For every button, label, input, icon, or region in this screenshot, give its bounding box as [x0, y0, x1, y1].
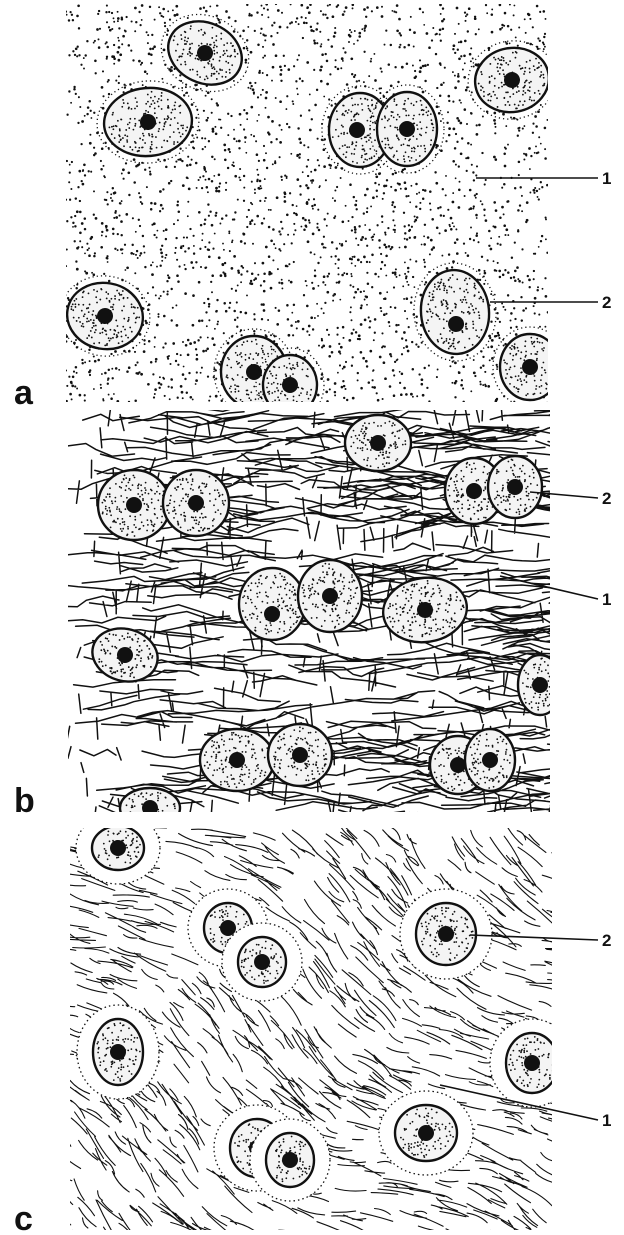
panel-c-chondrocyte-2-nucleus: [220, 920, 236, 936]
panel-c-chondrocyte-6: [490, 1019, 574, 1107]
panel-b-chondrocyte-11: [200, 729, 274, 791]
panel-c-chondrocyte-1-nucleus: [110, 840, 126, 856]
panel-b-chondrocyte-10-nucleus: [532, 677, 548, 693]
panel-c-chondrocyte-4-nucleus: [438, 926, 454, 942]
panel-c-chondrocyte-3-nucleus: [254, 954, 270, 970]
panel-c-chondrocyte-1: [76, 812, 160, 884]
panel-b-chondrocyte-3: [163, 470, 229, 536]
panel-b-chondrocyte-6-nucleus: [264, 606, 280, 622]
panel-b-chondrocyte-5-nucleus: [507, 479, 523, 495]
panel-b-chondrocyte-7: [298, 560, 362, 632]
panel-c-chondrocyte-5-nucleus: [110, 1044, 126, 1060]
panel-b-chondrocyte-6: [239, 568, 305, 640]
panel-c-chondrocyte-3: [222, 923, 302, 1001]
panel-c-chondrocyte-9-nucleus: [282, 1152, 298, 1168]
panel-c-chondrocyte-9: [250, 1119, 330, 1201]
panel-a-chondrocyte-3-nucleus: [349, 122, 365, 138]
panel-c-chondrocyte-7-nucleus: [418, 1125, 434, 1141]
panel-a-chondrocyte-4-nucleus: [399, 121, 415, 137]
panel-b-callout-2: 2: [602, 489, 611, 508]
panel-b-callout-1: 1: [602, 590, 611, 609]
panel-c-chondrocyte-5: [77, 1005, 159, 1099]
panel-a-chondrocyte-10-nucleus: [522, 359, 538, 375]
panel-a-callout-1: 1: [602, 169, 611, 188]
panel-b-chondrocyte-4-nucleus: [466, 483, 482, 499]
panel-b-chondrocyte-2-nucleus: [126, 497, 142, 513]
panel-b: [58, 396, 624, 830]
panel-b-chondrocyte-15-nucleus: [142, 800, 158, 816]
panel-b-chondrocyte-1-nucleus: [370, 435, 386, 451]
panel-b-chondrocyte-14-nucleus: [482, 752, 498, 768]
panel-a-chondrocyte-9-nucleus: [282, 377, 298, 393]
panel-b-chondrocyte-12-nucleus: [292, 747, 308, 763]
panel-b-chondrocyte-7-nucleus: [322, 588, 338, 604]
panel-b-chondrocyte-3-nucleus: [188, 495, 204, 511]
panel-b-chondrocyte-12: [268, 724, 332, 786]
panel-b-chondrocyte-11-nucleus: [229, 752, 245, 768]
panel-c-chondrocyte-7: [379, 1091, 473, 1175]
panel-c-chondrocyte-4: [400, 889, 492, 979]
panel-b-chondrocyte-15: [120, 788, 180, 828]
panel-b-chondrocyte-2: [98, 470, 170, 540]
panel-b-chondrocyte-14: [465, 729, 515, 791]
panel-b-chondrocyte-13-nucleus: [450, 757, 466, 773]
panel-b-chondrocyte-5: [488, 456, 542, 518]
panel-b-letter: b: [14, 782, 35, 820]
panel-b-chondrocyte-1: [345, 415, 411, 471]
panel-c-callout-1: 1: [602, 1111, 611, 1130]
panel-a: [54, 0, 567, 422]
panel-c-letter: c: [14, 1200, 33, 1235]
panel-a-callout-2: 2: [602, 293, 611, 312]
panel-c-callout-2: 2: [602, 931, 611, 950]
panel-a-letter: a: [14, 374, 34, 412]
panel-a-chondrocyte-8-nucleus: [246, 364, 262, 380]
panel-b-chondrocyte-10: [518, 655, 562, 715]
panel-c-chondrocyte-6-nucleus: [524, 1055, 540, 1071]
panel-c: [50, 812, 596, 1235]
